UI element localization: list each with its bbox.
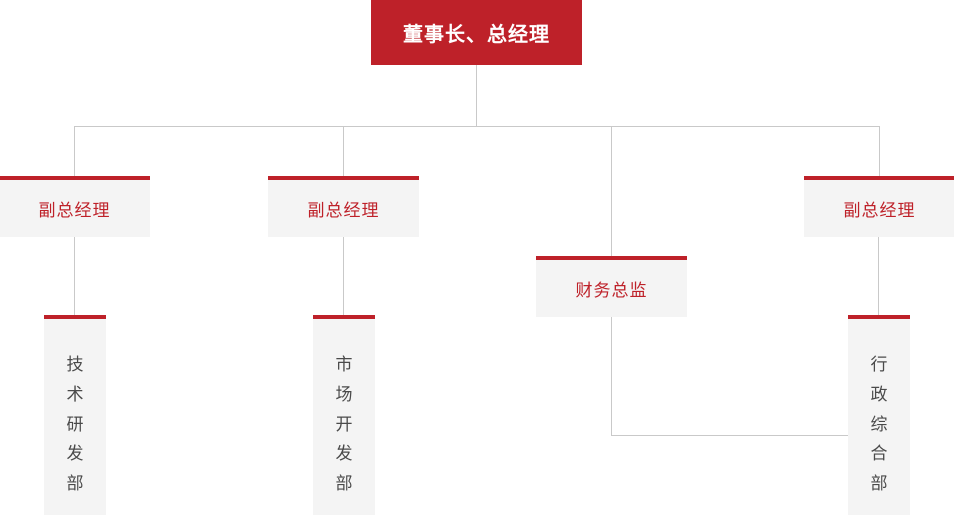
dept-char: 研 [66, 414, 84, 435]
dept-char: 综 [870, 414, 888, 435]
node-dept-rd[interactable]: 技 术 研 发 部 [44, 315, 106, 515]
dept-char: 发 [335, 444, 353, 465]
node-label: 董事长、总经理 [403, 22, 550, 46]
dept-char: 术 [66, 384, 84, 405]
dept-label-vertical: 市 场 开 发 部 [313, 351, 375, 500]
dept-char: 技 [66, 355, 84, 375]
node-label: 副总经理 [843, 201, 916, 221]
node-label: 财务总监 [575, 281, 648, 301]
connector-drop-cfo [611, 126, 612, 257]
connector-drop-vgm-2 [343, 126, 344, 177]
dept-char: 开 [335, 414, 353, 435]
dept-char: 场 [335, 384, 353, 405]
node-label: 副总经理 [307, 201, 380, 221]
connector-drop-vgm-1 [74, 126, 75, 177]
connector-vgm3-to-admin [878, 237, 879, 315]
connector-drop-vgm-3 [879, 126, 880, 177]
dept-char: 政 [870, 384, 888, 405]
connector-level2-bus [74, 126, 880, 127]
dept-char: 部 [66, 474, 84, 494]
node-dept-admin[interactable]: 行 政 综 合 部 [848, 315, 910, 515]
dept-char: 部 [870, 474, 888, 494]
connector-vgm1-to-rd [74, 237, 75, 315]
connector-cfo-down [611, 317, 612, 435]
node-finance-director[interactable]: 财务总监 [536, 256, 687, 317]
node-vice-general-manager-3[interactable]: 副总经理 [804, 176, 954, 237]
node-dept-market[interactable]: 市 场 开 发 部 [313, 315, 375, 515]
connector-vgm2-to-market [343, 237, 344, 315]
connector-root-drop [476, 65, 477, 126]
dept-char: 部 [335, 474, 353, 494]
dept-char: 合 [870, 444, 888, 465]
dept-char: 行 [870, 355, 888, 375]
node-vice-general-manager-1[interactable]: 副总经理 [0, 176, 150, 237]
dept-label-vertical: 行 政 综 合 部 [848, 351, 910, 500]
dept-char: 市 [335, 355, 353, 375]
node-label: 副总经理 [38, 201, 111, 221]
connector-cfo-to-admin [611, 435, 849, 436]
dept-char: 发 [66, 444, 84, 465]
node-vice-general-manager-2[interactable]: 副总经理 [268, 176, 419, 237]
node-chairman-general-manager[interactable]: 董事长、总经理 [371, 0, 582, 65]
dept-label-vertical: 技 术 研 发 部 [44, 351, 106, 500]
